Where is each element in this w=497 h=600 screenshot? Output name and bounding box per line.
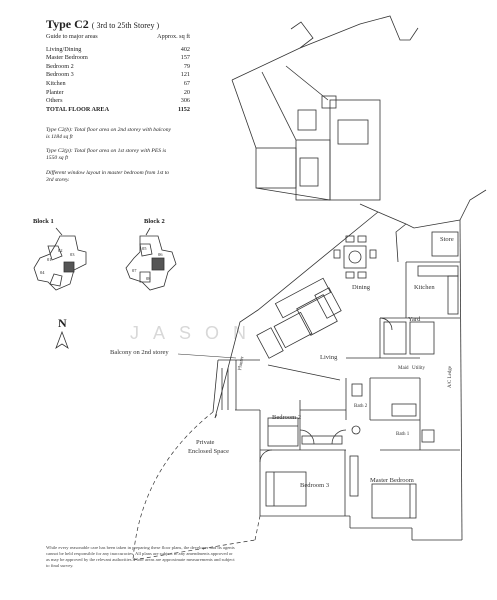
unit-number: 06 — [158, 252, 163, 257]
small-floor-plan — [231, 15, 419, 201]
unit-number: 08 — [146, 276, 151, 281]
area-value: 20 — [183, 88, 190, 96]
unit-number: 01 — [47, 257, 52, 262]
room-dining: Dining — [352, 284, 371, 291]
block-2-key-plan — [125, 227, 177, 291]
area-name: Kitchen — [46, 79, 66, 87]
pes-boundary — [132, 411, 261, 561]
unit-type-title: Type C2 ( 3rd to 25th Storey ) — [46, 17, 159, 32]
disclaimer-text: While every reasonable care has been tak… — [46, 545, 235, 568]
room-yard: Yard — [408, 316, 421, 323]
unit-number: 07 — [132, 268, 137, 273]
balcony-label: Balcony on 2nd storey — [110, 349, 169, 356]
room-maid: Maid — [398, 366, 409, 371]
area-row: Living/Dining 402 — [46, 46, 190, 55]
room-bedroom3: Bedroom 3 — [300, 482, 330, 489]
area-value: 306 — [180, 97, 190, 105]
watermark: JASON — [130, 323, 261, 343]
note-window: Different window layout in master bedroo… — [46, 170, 170, 183]
area-row: Bedroom 3 121 — [46, 71, 190, 80]
pes-label-line1: Private — [196, 439, 215, 446]
area-value: 67 — [183, 79, 190, 87]
main-floor-plan — [212, 189, 487, 541]
room-bath2: Bath 2 — [354, 404, 368, 409]
area-row: Bedroom 2 79 — [46, 63, 190, 72]
unit-number: 03 — [70, 252, 75, 257]
storey-range: ( 3rd to 25th Storey ) — [91, 21, 160, 30]
area-row: Planter 20 — [46, 89, 190, 98]
unit-number: 05 — [142, 246, 147, 251]
room-bedroom2: Bedroom 2 — [272, 414, 302, 421]
area-name: Bedroom 2 — [46, 62, 74, 70]
area-row: Others 306 — [46, 97, 190, 106]
area-name: Others — [46, 97, 63, 105]
unit-type: Type C2 — [46, 17, 89, 31]
area-value: 157 — [180, 54, 190, 62]
area-row: Master Bedroom 157 — [46, 54, 190, 63]
guide-label: Guide to major areas — [46, 33, 98, 40]
room-living: Living — [320, 354, 338, 361]
area-table-header: Guide to major areas Approx. sq ft — [46, 33, 190, 42]
pes-label-line2: Enclosed Space — [188, 448, 229, 455]
unit-number: 02 — [58, 248, 63, 253]
area-name: Planter — [46, 88, 64, 96]
block-1-label: Block 1 — [33, 218, 54, 225]
unit-label: Approx. sq ft — [157, 33, 190, 40]
room-bath1: Bath 1 — [396, 432, 410, 437]
unit-number: 04 — [40, 270, 45, 275]
note-c2b: Type C2(b): Total floor area on 2nd stor… — [46, 127, 171, 140]
area-value: 121 — [180, 71, 190, 79]
room-store: Store — [440, 236, 454, 243]
balcony-leader-line — [177, 353, 237, 359]
total-area-row: TOTAL FLOOR AREA 1152 — [46, 106, 190, 115]
area-name: Master Bedroom — [46, 54, 88, 62]
area-table: Guide to major areas Approx. sq ft Livin… — [46, 33, 190, 114]
compass-north-label: N — [58, 316, 67, 330]
total-label: TOTAL FLOOR AREA — [46, 105, 110, 113]
area-value: 79 — [183, 62, 190, 70]
area-value: 402 — [180, 45, 190, 53]
note-c2p: Type C2(p): Total floor area on 1st stor… — [46, 148, 167, 161]
area-name: Living/Dining — [46, 45, 82, 53]
block-2-label: Block 2 — [144, 218, 165, 225]
total-value: 1152 — [177, 105, 190, 113]
compass-arrow-icon — [55, 330, 69, 350]
block-1-key-plan — [33, 227, 87, 291]
room-kitchen: Kitchen — [414, 284, 435, 291]
room-utility: Utility — [412, 366, 426, 371]
area-row: Kitchen 67 — [46, 80, 190, 89]
room-master-bedroom: Master Bedroom — [370, 477, 414, 484]
ac-ledge-label: A/C Ledge — [448, 365, 453, 388]
area-name: Bedroom 3 — [46, 71, 74, 79]
